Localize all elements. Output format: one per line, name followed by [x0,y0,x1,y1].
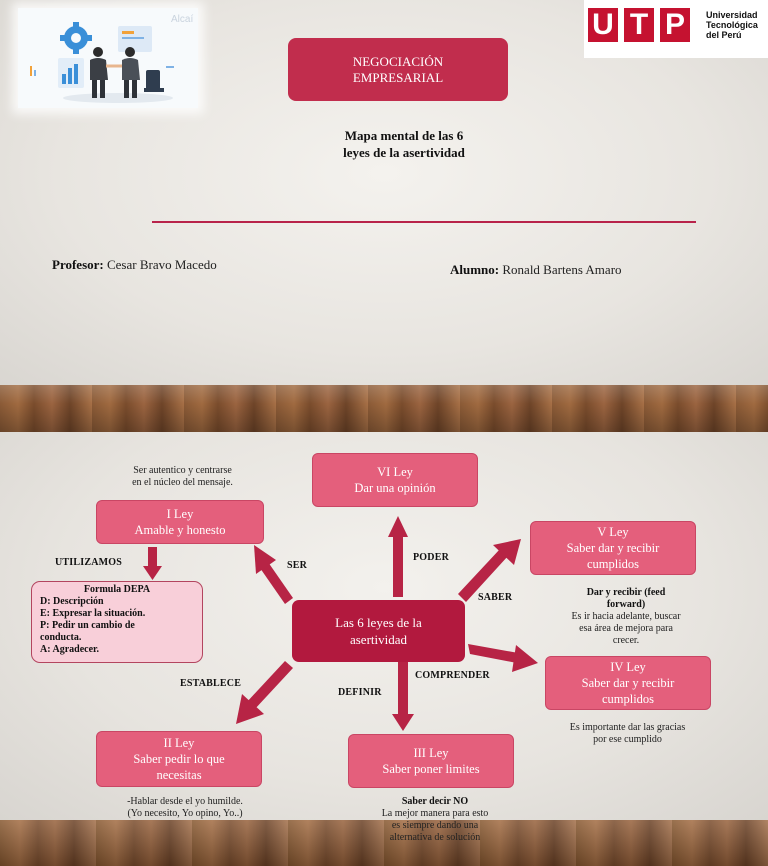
depa-heading: Formula DEPA [83,584,151,595]
professor-label: Profesor: [52,257,104,272]
node-ley-3: III Ley Saber poner limites [348,734,514,788]
depa-line-p: P: Pedir un cambio de [40,620,135,631]
wood-floor-bottom [0,820,768,866]
node-ley-2: II Ley Saber pedir lo que necesitas [96,731,262,787]
slide-subtitle: Mapa mental de las 6 leyes de la asertiv… [320,127,488,161]
connector-utilizamos: UTILIZAMOS [55,557,123,568]
note-ley3-heading: Saber decir NO [401,796,469,807]
node-ley-1: I Ley Amable y honesto [96,500,264,544]
course-title: NEGOCIACIÓN EMPRESARIAL [288,38,508,101]
formula-depa-box: Formula DEPA D: Descripción E: Expresar … [31,581,203,663]
logo-line-3: del Perú [706,30,742,40]
note-ley5: Dar y recibir (feed forward) Es ir hacia… [556,587,696,647]
note-ley3: Saber decir NO La mejor manera para esto… [364,796,506,844]
connector-saber: SABER [478,592,513,603]
note-ley2: -Hablar desde el yo humilde. (Yo necesit… [110,796,260,820]
note-ley3-line-1: La mejor manera para esto [381,808,489,819]
node-ley-5: V Ley Saber dar y recibir cumplidos [530,521,696,575]
logo-letter-p: P [660,8,690,42]
wood-floor-divider [0,385,768,432]
student-name: Ronald Bartens Amaro [502,262,622,277]
center-line-2: asertividad [349,632,408,647]
center-line-1: Las 6 leyes de la [335,615,422,630]
node-ley-6: VI Ley Dar una opinión [312,453,478,507]
node-ley-4: IV Ley Saber dar y recibir cumplidos [545,656,711,710]
note-ley1-line-2: en el núcleo del mensaje. [132,477,233,488]
professor-name: Cesar Bravo Macedo [106,257,217,272]
subtitle-line-2: leyes de la asertividad [343,145,465,160]
connector-comprender: COMPRENDER [415,670,490,681]
depa-line-a: A: Agradecer. [40,644,100,655]
note-ley4-line-2: por ese cumplido [593,734,662,745]
depa-line-d: D: Descripción [40,596,104,607]
arrow-to-ley1 [254,545,293,604]
ley3-title: III Ley [413,746,449,760]
note-ley4-line-1: Es importante dar las gracias [569,722,686,733]
logo-letter-t: T [624,8,654,42]
ley6-title: VI Ley [377,465,413,479]
connector-establece: ESTABLECE [180,678,242,689]
logo-line-2: Tecnológica [706,20,758,30]
note-ley5-line-1: Es ir hacia adelante, buscar [571,611,681,622]
depa-line-e: E: Expresar la situación. [40,608,146,619]
note-ley1-line-1: Ser autentico y centrarse [133,465,232,476]
logo-letter-u: U [588,8,618,42]
note-ley5-line-3: crecer. [612,635,640,646]
mindmap-arrows [143,516,538,731]
note-ley3-line-3: alternativa de solución [389,832,481,843]
connector-poder: PODER [413,552,449,563]
arrow-to-depa [143,547,162,580]
utp-logo: U T P Universidad Tecnológica del Perú [584,0,768,58]
course-title-line-1: NEGOCIACIÓN [352,53,444,69]
note-ley5-line-2: esa área de mejora para [579,623,673,634]
ley4-title: IV Ley [610,660,646,674]
ley6-text: Dar una opinión [354,481,436,495]
depa-line-p-cont: conducta. [40,632,82,643]
arrow-to-ley5 [458,539,521,602]
connector-ser: SER [287,560,308,571]
connector-definir: DEFINIR [338,687,382,698]
note-ley5-heading-1: Dar y recibir (feed [586,587,666,598]
subtitle-line-1: Mapa mental de las 6 [344,128,464,143]
divider-line [152,221,696,223]
illustration-faint-text: Alcaí [171,14,194,25]
business-illustration: Alcaí [18,8,198,108]
ley5-text-line-2: cumplidos [586,557,640,571]
ley2-text-line-2: necesitas [156,768,202,782]
ley4-text-line-1: Saber dar y recibir [581,676,675,690]
note-ley5-heading-2: forward) [606,599,646,610]
ley4-text-line-2: cumplidos [601,692,655,706]
ley2-text-line-1: Saber pedir lo que [133,752,225,766]
note-ley3-line-2: es siempre dando una [391,820,479,831]
professor-line: Profesor: Cesar Bravo Macedo [52,257,217,273]
student-line: Alumno: Ronald Bartens Amaro [450,262,622,278]
ley1-text: Amable y honesto [134,523,226,537]
ley3-text: Saber poner limites [382,762,480,776]
ley5-text-line-1: Saber dar y recibir [566,541,660,555]
note-ley2-line-1: -Hablar desde el yo humilde. [127,796,243,807]
arrow-to-ley2 [236,661,293,724]
student-label: Alumno: [450,262,500,277]
ley1-title: I Ley [166,507,194,521]
arrow-to-ley4 [468,644,538,672]
note-ley1: Ser autentico y centrarse en el núcleo d… [110,465,255,489]
ley2-title: II Ley [163,736,195,750]
course-title-line-2: EMPRESARIAL [352,69,444,85]
arrow-to-ley6 [388,516,408,597]
logo-line-1: Universidad [706,10,758,20]
center-node-asertividad: Las 6 leyes de la asertividad [292,600,465,662]
title-slide: Alcaí U T P Universidad Tecnológica del … [0,0,768,385]
note-ley4: Es importante dar las gracias por ese cu… [555,722,700,746]
handshake-illustration [30,22,174,103]
logo-university-name: Universidad Tecnológica del Perú [706,10,768,40]
ley5-title: V Ley [597,525,629,539]
arrow-to-ley3 [392,662,414,731]
note-ley2-line-2: (Yo necesito, Yo opino, Yo..) [127,808,243,819]
